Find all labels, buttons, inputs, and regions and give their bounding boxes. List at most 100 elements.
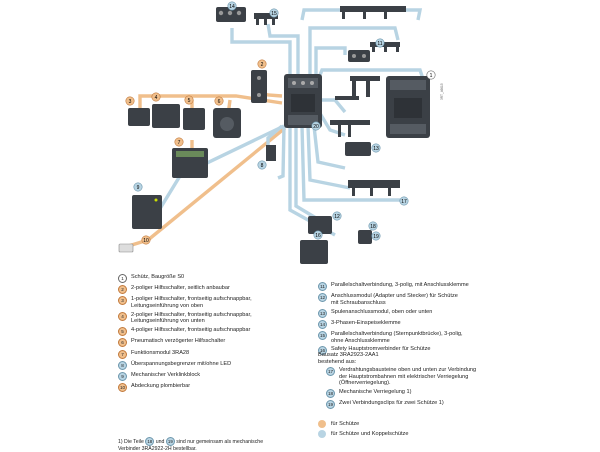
callout-10: 10 xyxy=(141,235,151,245)
svg-text:9: 9 xyxy=(137,185,140,191)
legend-item: 15 Parallelschaltverbindung (Sternpunktbr… xyxy=(318,330,538,344)
item-number: 14 xyxy=(318,319,327,329)
svg-text:2: 2 xyxy=(261,62,264,68)
item-number: 16 xyxy=(318,346,327,356)
legend-item: 2 2-poliger Hilfsschalter, seitlich anbau… xyxy=(118,285,298,295)
color-key-label: für Schütze und Koppelschütze xyxy=(331,430,409,437)
parallel-link-top xyxy=(340,6,406,19)
callout-7: 7 xyxy=(174,137,184,147)
connection-clips xyxy=(358,230,372,244)
pneumatic-timer xyxy=(213,108,241,138)
item-number: 13 xyxy=(318,308,327,318)
legend-item: 11 Parallelschaltverbindung, 3-polig, mit… xyxy=(318,282,538,291)
callout-18: 18 xyxy=(368,221,378,231)
aux-switch-1pole xyxy=(128,108,150,126)
three-phase-busbar xyxy=(348,180,400,196)
side-aux-switch xyxy=(251,70,267,103)
aux-switch-2pole xyxy=(152,104,180,128)
svg-text:10: 10 xyxy=(143,238,149,244)
item-number: 6 xyxy=(118,338,127,348)
svg-text:16: 16 xyxy=(315,233,321,239)
mechanical-latch xyxy=(132,195,162,229)
item-number: 1 xyxy=(118,274,127,283)
callout-2: 2 xyxy=(257,59,267,69)
callout-12: 12 xyxy=(332,211,342,221)
callout-1: 1 xyxy=(426,70,436,80)
kit-title: Bausatz 3RA2923-2AA1 bestehend aus: xyxy=(318,352,379,365)
callout-3: 3 xyxy=(125,96,135,106)
item-text: Parallelschaltverbindung (Sternpunktbrüc… xyxy=(331,330,463,344)
item-text: 4-poliger Hilfsschalter, frontseitig auf… xyxy=(131,327,251,334)
svg-text:8: 8 xyxy=(261,163,264,169)
callout-19: 19 xyxy=(371,231,381,241)
svg-text:3: 3 xyxy=(129,99,132,105)
mechanical-interlock xyxy=(308,216,332,234)
svg-text:4: 4 xyxy=(155,95,158,101)
footnote-mid: und xyxy=(154,439,166,445)
footnote: 1) Die Teile 18 und 19 sind nur gemeinsa… xyxy=(118,437,263,452)
coil-terminal-module xyxy=(345,142,371,156)
doc-id-label: 3RT_46615 xyxy=(440,83,444,100)
item-text: Mechanischer Verklinkblock xyxy=(131,371,201,378)
item-number: 19 xyxy=(326,400,335,410)
legend-right: 11 Parallelschaltverbindung, 3-polig, mit… xyxy=(318,282,538,358)
legend-item: 16 Safety Hauptstromverbinder für Schütze xyxy=(318,346,538,356)
item-text: Parallelschaltverbindung, 3-polig, mit A… xyxy=(331,282,469,288)
svg-text:15: 15 xyxy=(271,11,277,17)
item-number: 3 xyxy=(118,296,127,306)
svg-text:5: 5 xyxy=(188,98,191,104)
item-text: 2-poliger Hilfsschalter, seitlich anbaub… xyxy=(131,285,230,292)
surge-suppressor xyxy=(266,145,276,161)
item-text: 2-poliger Hilfsschalter, frontseitig auf… xyxy=(131,311,252,325)
item-number: 7 xyxy=(118,349,127,359)
svg-text:6: 6 xyxy=(218,99,221,105)
callout-5: 5 xyxy=(184,95,194,105)
main-contactor xyxy=(284,74,322,128)
item-text: Verdrahtungsbausteine oben und unten zur… xyxy=(339,367,477,387)
item-number: 15 xyxy=(318,330,327,340)
svg-text:20: 20 xyxy=(313,124,319,130)
paired-contactor xyxy=(386,76,430,138)
svg-text:1: 1 xyxy=(430,73,433,79)
item-number: 8 xyxy=(118,360,127,370)
wiring-modules xyxy=(330,76,380,137)
item-text: Safety Hauptstromverbinder für Schütze xyxy=(331,346,431,353)
callout-4: 4 xyxy=(151,92,161,102)
parallel-link-small xyxy=(370,42,400,52)
item-text: Spulenanschlussmodul, oben oder unten xyxy=(331,308,433,315)
callout-9: 9 xyxy=(133,182,143,192)
item-text: 1-poliger Hilfsschalter, frontseitig auf… xyxy=(131,296,252,309)
safety-main-connector xyxy=(300,240,328,264)
item-number: 11 xyxy=(318,282,327,291)
item-number: 9 xyxy=(118,371,127,381)
exploded-accessories-diagram: 3RT_46615 1 2 3 4 5 6 7 8 9 10 11 12 13 xyxy=(118,1,444,264)
legend-item: 18 Mechanische Verriegelung 1) xyxy=(326,389,538,399)
color-swatch xyxy=(318,420,326,428)
svg-text:12: 12 xyxy=(334,214,340,220)
callouts: 1 2 3 4 5 6 7 8 9 10 11 12 13 14 15 16 1… xyxy=(125,1,436,245)
callout-20: 20 xyxy=(311,121,321,131)
item-text: Mechanische Verriegelung 1) xyxy=(339,389,412,396)
item-number: 2 xyxy=(118,285,127,295)
item-number: 10 xyxy=(118,383,127,393)
svg-text:14: 14 xyxy=(229,4,235,10)
legend-item: 13 Spulenanschlussmodul, oben oder unten xyxy=(318,308,538,318)
legend-item: 8 Überspannungsbegrenzer mit/ohne LED xyxy=(118,360,298,370)
coil-terminal-module-top xyxy=(348,50,370,62)
svg-text:11: 11 xyxy=(377,41,382,47)
footnote-pre: 1) Die Teile xyxy=(118,439,146,445)
item-text: Überspannungsbegrenzer mit/ohne LED xyxy=(131,360,232,367)
aux-switch-4pole xyxy=(183,108,205,130)
footnote-post: sind nur gemeinsam als mechanische Verbi… xyxy=(118,439,264,452)
item-text: 3-Phasen-Einspeiseklemme xyxy=(331,319,401,326)
callout-8: 8 xyxy=(257,160,267,170)
feeder-terminal xyxy=(216,7,246,22)
callout-13: 13 xyxy=(371,143,381,153)
callout-16: 16 xyxy=(313,230,323,240)
item-number: 18 xyxy=(326,389,335,399)
footnote-ref-b: 19 xyxy=(165,437,175,446)
item-number: 12 xyxy=(318,293,327,303)
